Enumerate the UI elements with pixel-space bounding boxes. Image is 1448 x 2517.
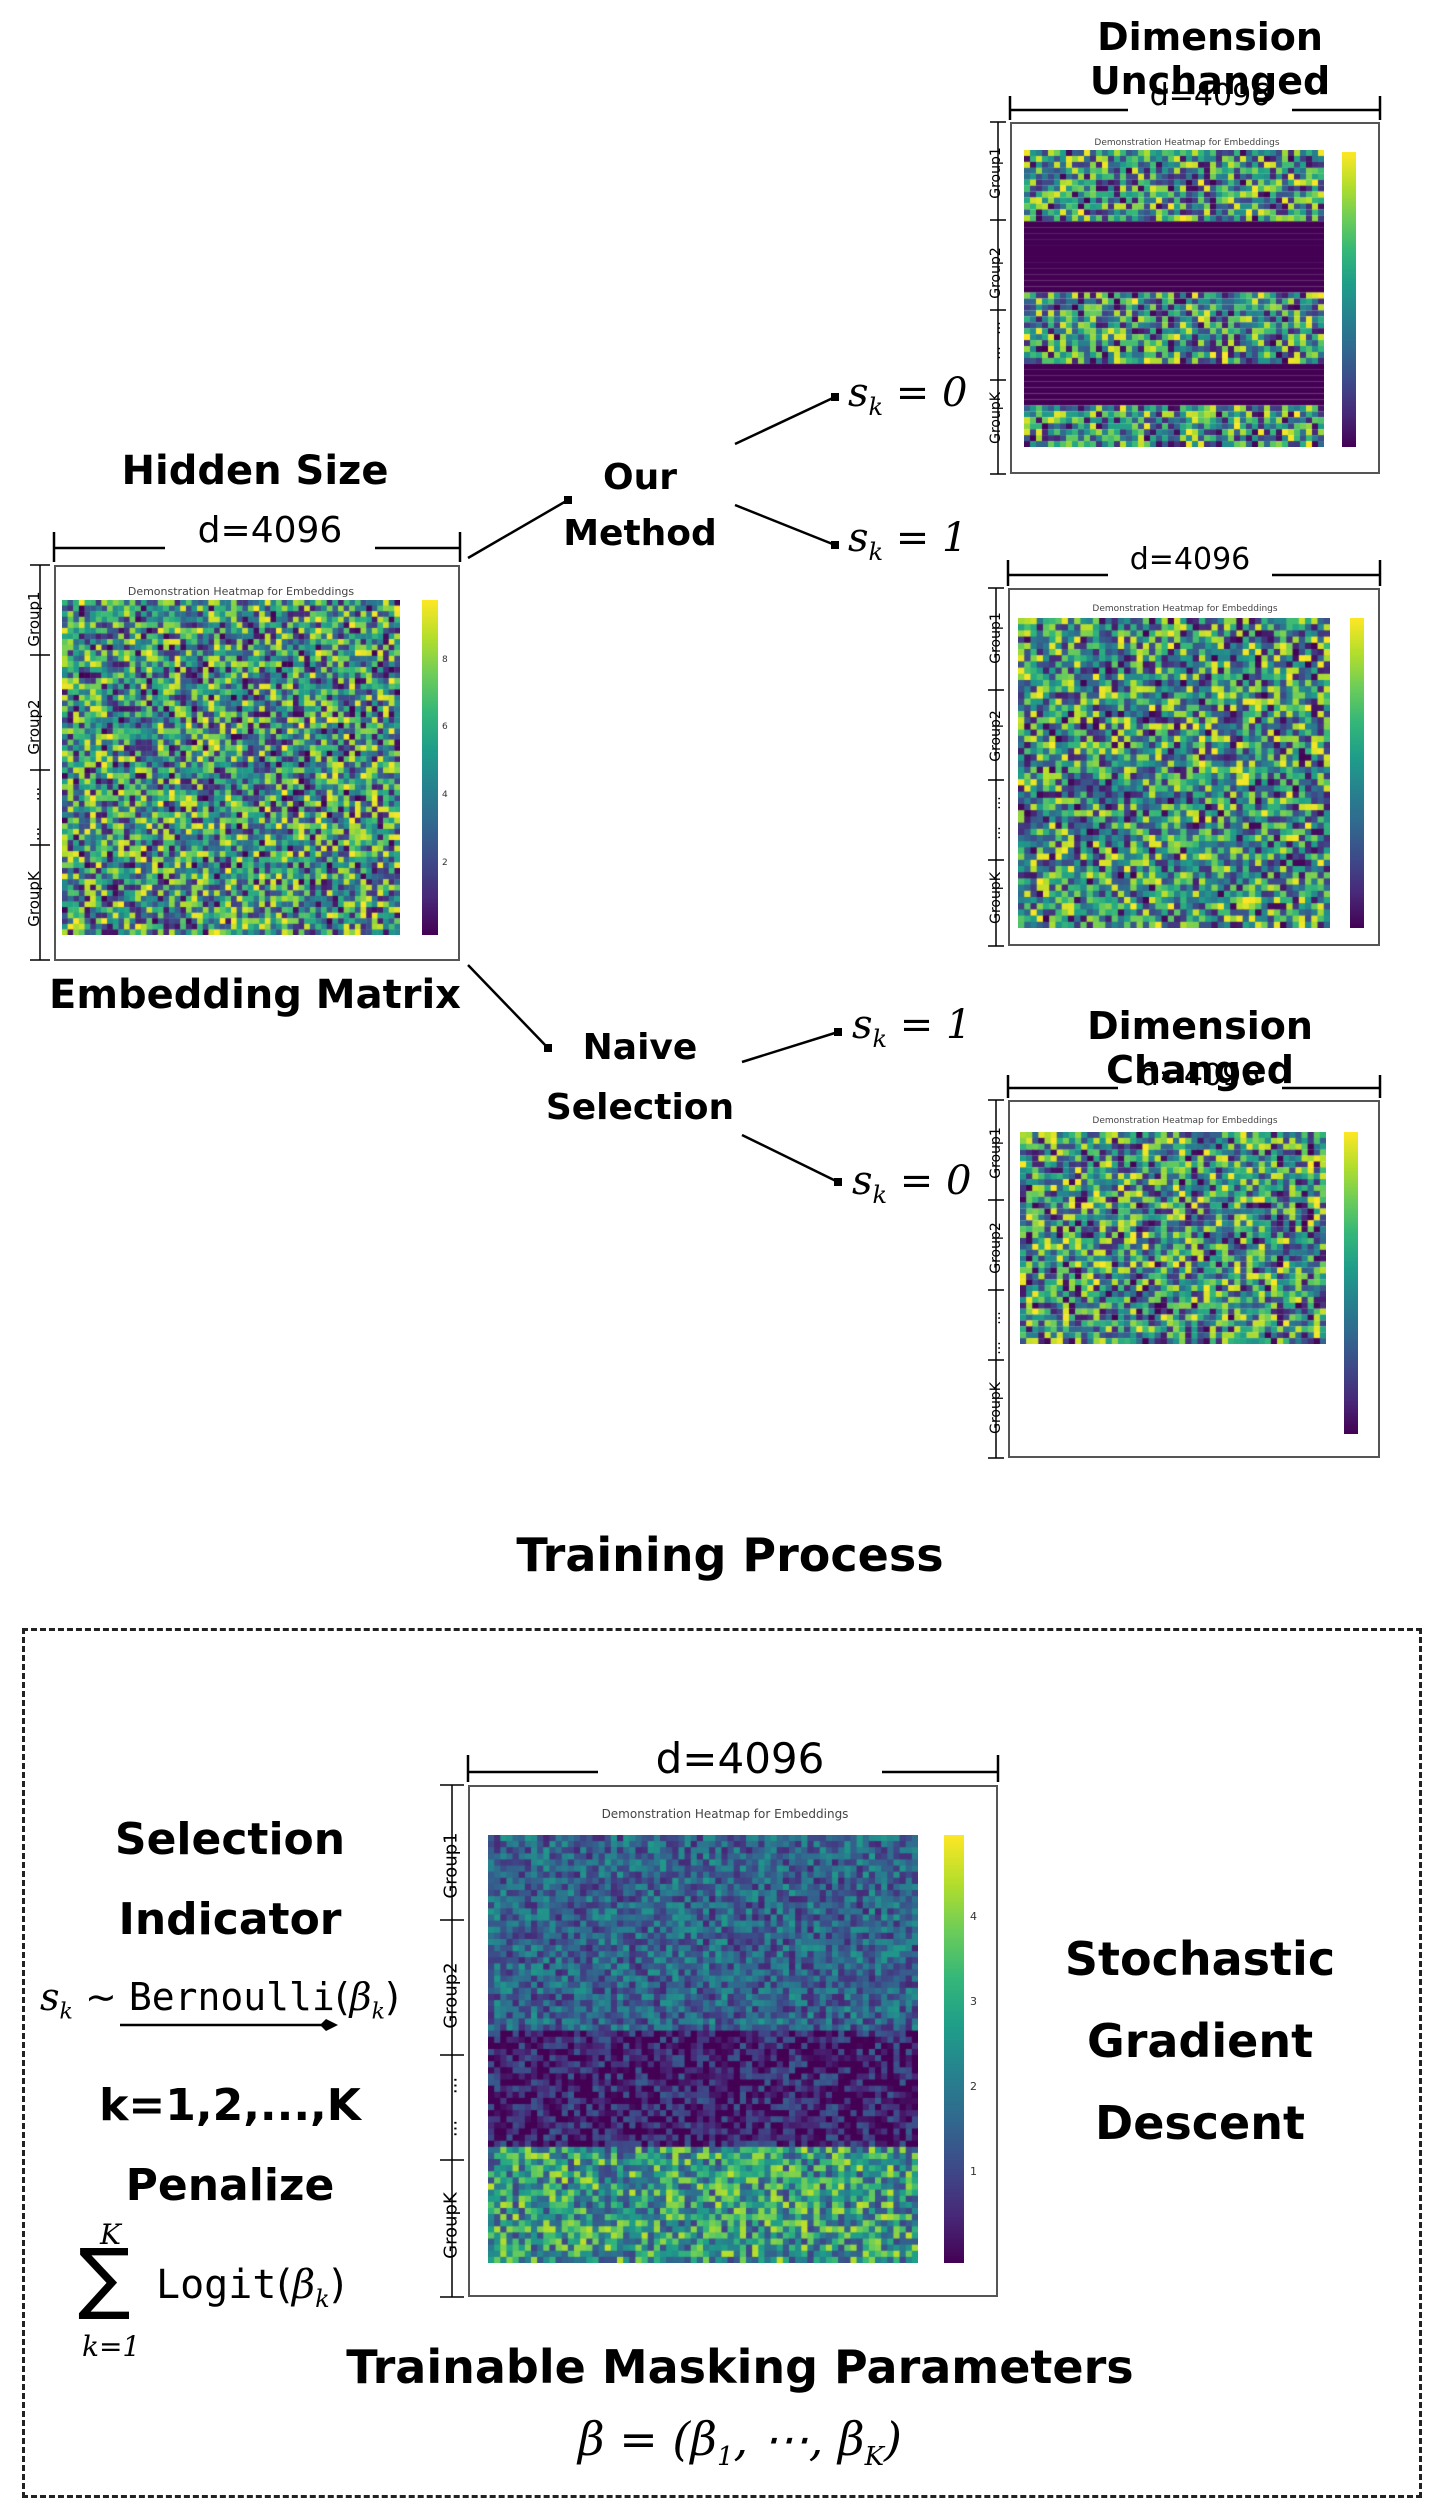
colorbar-tick: 4	[442, 790, 448, 800]
hidden-size-title: Hidden Size	[121, 448, 389, 494]
logit-formula: Logit(βk)	[156, 2262, 346, 2313]
colorbar	[1342, 152, 1356, 447]
colorbar-tick: 6	[442, 722, 448, 732]
full-heatmap	[1018, 618, 1330, 928]
d-label-right1: d=4096	[1149, 78, 1271, 113]
colorbar	[1344, 1132, 1358, 1434]
penalize-title: Penalize	[125, 2160, 335, 2211]
sk-label-changed-0: sk = 0	[852, 1158, 972, 1209]
embedding-heatmap	[62, 600, 400, 935]
sk-label-unchanged-1: sk = 1	[848, 515, 968, 566]
sum-lower: k=1	[82, 2330, 141, 2363]
heatmap-title: Demonstration Heatmap for Embeddings	[601, 1807, 849, 1821]
colorbar-tick: 3	[970, 1995, 977, 2008]
colorbar-tick: 1	[970, 2165, 977, 2178]
colorbar	[944, 1835, 964, 2263]
embedding-matrix-title: Embedding Matrix	[49, 972, 461, 1018]
colorbar-tick: 2	[442, 858, 448, 868]
training-box	[22, 1628, 1422, 2498]
training-process-title: Training Process	[516, 1528, 944, 1582]
d-label-right2: d=4096	[1129, 542, 1251, 577]
sk-label-unchanged-0: sk = 0	[848, 370, 968, 421]
d-label-right3: d=4096	[1139, 1058, 1261, 1093]
colorbar	[1350, 618, 1364, 928]
k-range: k=1,2,...,K	[99, 2080, 361, 2131]
colorbar	[422, 600, 438, 935]
heatmap-title: Demonstration Heatmap for Embeddings	[1094, 138, 1280, 148]
masked-heatmap	[1024, 150, 1324, 447]
trainable-masking-title: Trainable Masking Parameters	[346, 2340, 1134, 2394]
dimension-changed-title: Dimension Changed	[1087, 1004, 1313, 1092]
heatmap-title: Demonstration Heatmap for Embeddings	[127, 585, 355, 598]
heatmap-title: Demonstration Heatmap for Embeddings	[1092, 1116, 1278, 1126]
heatmap-title: Demonstration Heatmap for Embeddings	[1092, 604, 1278, 614]
reduced-heatmap	[1020, 1132, 1326, 1344]
colorbar-tick: 8	[442, 655, 448, 665]
sum-upper: K	[100, 2218, 121, 2251]
sum-symbol: ∑	[78, 2233, 131, 2323]
beta-vector: β = (β1, ⋯, βK)	[578, 2412, 902, 2473]
dimension-unchanged-title: Dimension Unchanged	[1089, 15, 1331, 103]
d-label-left: d=4096	[197, 510, 343, 551]
colorbar-tick: 2	[970, 2080, 977, 2093]
bernoulli-formula: sk ∼ Bernoulli(βk)	[40, 1975, 400, 2025]
training-heatmap	[488, 1835, 918, 2263]
colorbar-tick: 4	[970, 1910, 977, 1923]
sk-label-changed-1: sk = 1	[852, 1002, 972, 1053]
d-label-training: d=4096	[655, 1734, 825, 1783]
